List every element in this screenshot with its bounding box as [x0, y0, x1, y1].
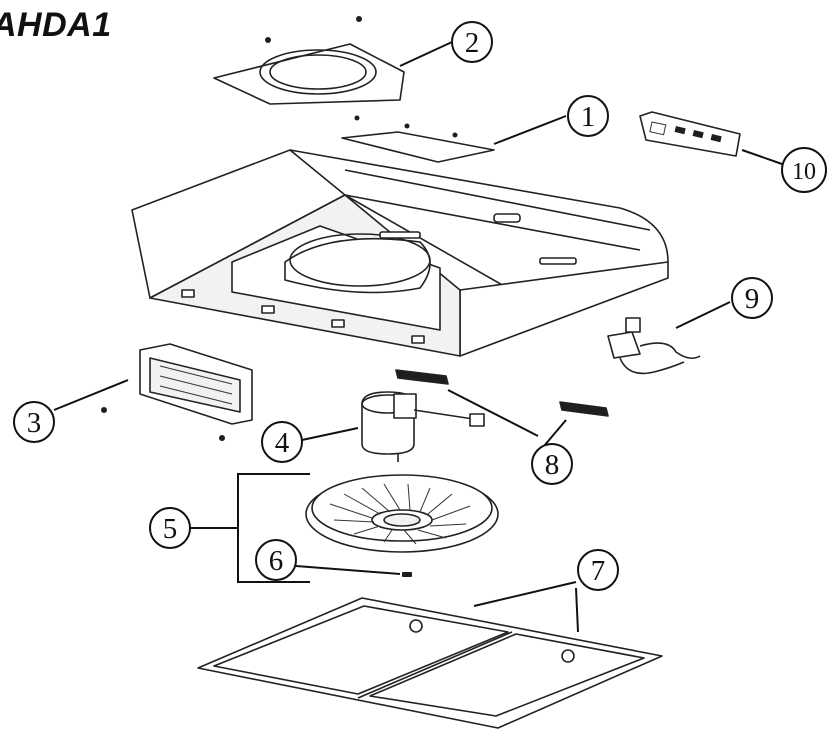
callout-6-label: 6 — [269, 545, 284, 577]
callout-4: 4 — [261, 421, 303, 463]
callout-8-label: 8 — [545, 449, 560, 481]
callout-3-label: 3 — [27, 407, 42, 439]
motor-part — [361, 391, 485, 462]
callout-1-label: 1 — [581, 101, 596, 133]
callout-7-label: 7 — [591, 555, 606, 587]
filter-clips-part — [395, 369, 609, 417]
callout-9-label: 9 — [745, 283, 760, 315]
callout-1: 1 — [567, 95, 609, 137]
callout-8: 8 — [531, 443, 573, 485]
leader-lines — [53, 41, 783, 633]
nut-part — [402, 572, 412, 577]
wire-harness-part — [607, 317, 701, 375]
callout-5-label: 5 — [163, 513, 178, 545]
light-housing-part — [101, 343, 253, 441]
range-hood-body — [131, 149, 669, 357]
callout-7: 7 — [577, 549, 619, 591]
callout-10: 10 — [781, 147, 827, 193]
callout-2: 2 — [451, 21, 493, 63]
model-title: AHDA1 — [0, 6, 112, 44]
callout-6: 6 — [255, 539, 297, 581]
callout-4-label: 4 — [275, 427, 290, 459]
mounting-plate-part — [341, 115, 495, 163]
grease-filters-part — [197, 597, 663, 729]
callout-2-label: 2 — [465, 27, 480, 59]
fan-blade-part — [305, 474, 499, 553]
callout-9: 9 — [731, 277, 773, 319]
duct-plate-part — [213, 16, 405, 105]
callout-10-label: 10 — [792, 159, 816, 185]
control-switch-part — [639, 111, 741, 157]
callout-5: 5 — [149, 507, 191, 549]
callout-3: 3 — [13, 401, 55, 443]
